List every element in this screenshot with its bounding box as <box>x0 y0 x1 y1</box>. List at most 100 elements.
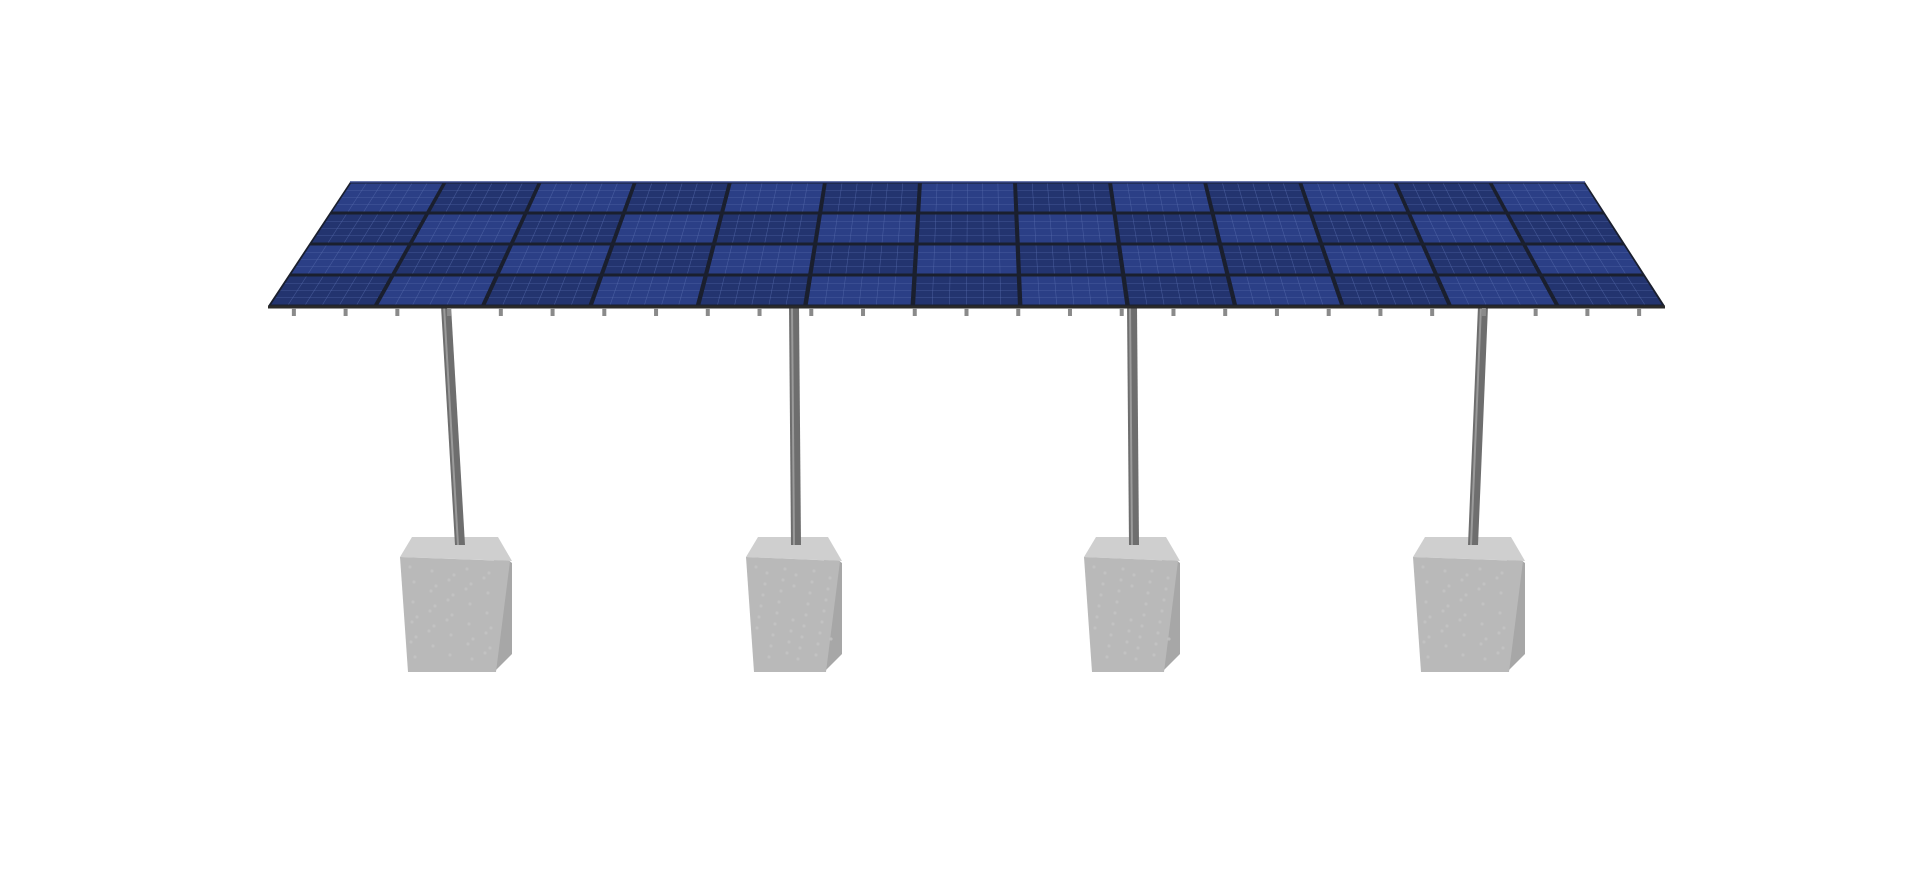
concrete-speckle <box>1166 576 1170 580</box>
concrete-speckle <box>1134 657 1138 661</box>
concrete-speckle <box>791 618 795 622</box>
solar-panel <box>1207 183 1309 212</box>
concrete-speckle <box>485 611 489 615</box>
solar-panel <box>1302 183 1407 212</box>
bracket <box>291 308 296 316</box>
concrete-speckle <box>1447 584 1451 588</box>
concrete-speckle <box>800 635 804 639</box>
solar-panel <box>1526 245 1642 274</box>
solar-panel <box>915 276 1018 305</box>
concrete-speckle <box>828 576 832 580</box>
solar-panel <box>1509 214 1622 243</box>
concrete-speckle <box>1421 565 1425 569</box>
solar-panel <box>724 183 823 212</box>
concrete-speckle <box>452 573 456 577</box>
concrete-speckle <box>486 591 490 595</box>
bracket <box>395 308 400 316</box>
solar-panel <box>1125 276 1233 305</box>
solar-panel <box>1112 183 1211 212</box>
solar-panel <box>312 214 425 243</box>
bracket <box>1378 308 1383 316</box>
concrete-speckle <box>1500 571 1504 575</box>
solar-panel <box>1313 214 1420 243</box>
concrete-speckle <box>771 633 775 637</box>
concrete-speckle <box>1477 587 1481 591</box>
concrete-speckle <box>1109 633 1113 637</box>
concrete-speckle <box>816 642 820 646</box>
concrete-speckle <box>1138 635 1142 639</box>
bracket <box>1016 308 1021 316</box>
solar-panel <box>291 245 408 274</box>
mounting-brackets <box>291 308 1642 316</box>
concrete-block-front <box>1413 557 1523 672</box>
concrete-speckle <box>1464 593 1468 597</box>
concrete-speckle <box>447 578 451 582</box>
concrete-speckle <box>448 653 452 657</box>
solar-panel <box>615 214 720 243</box>
concrete-speckle <box>1160 609 1164 613</box>
concrete-speckle <box>1459 598 1463 602</box>
concrete-speckle <box>759 604 763 608</box>
concrete-speckle <box>449 633 453 637</box>
concrete-speckle <box>826 587 830 591</box>
solar-panel <box>716 214 818 243</box>
solar-panel <box>604 245 712 274</box>
concrete-speckle <box>1478 567 1482 571</box>
solar-panel <box>514 214 622 243</box>
array-frame <box>268 182 1665 306</box>
concrete-speckle <box>1164 587 1168 591</box>
concrete-speckle <box>470 657 474 661</box>
concrete-speckle <box>408 565 412 569</box>
steel-post-highlight <box>791 305 795 546</box>
concrete-speckle <box>427 629 431 633</box>
solar-panel <box>1492 183 1602 212</box>
concrete-speckle <box>489 626 493 630</box>
concrete-speckle <box>1117 589 1121 593</box>
concrete-speckle <box>775 611 779 615</box>
concrete-speckle <box>787 640 791 644</box>
solar-panel <box>1019 245 1121 274</box>
concrete-speckle <box>1129 618 1133 622</box>
solar-panel <box>500 245 610 274</box>
concrete-speckle <box>1130 584 1134 588</box>
concrete-speckle <box>1127 629 1131 633</box>
bracket <box>343 308 348 316</box>
concrete-block-front <box>746 557 840 672</box>
concrete-speckle <box>1162 598 1166 602</box>
concrete-speckle <box>1167 637 1171 641</box>
solar-panel <box>593 276 704 305</box>
concrete-speckle <box>785 651 789 655</box>
concrete-speckle <box>779 589 783 593</box>
concrete-block-front <box>1084 557 1178 672</box>
concrete-block-top <box>746 537 842 561</box>
concrete-speckle <box>1123 651 1127 655</box>
solar-panel <box>1021 276 1126 305</box>
concrete-speckle <box>445 618 449 622</box>
concrete-speckle <box>754 565 758 569</box>
bracket <box>1430 308 1435 316</box>
concrete-speckle <box>1427 635 1431 639</box>
concrete-speckle <box>1103 571 1107 575</box>
concrete-speckle <box>822 609 826 613</box>
solar-panel <box>812 245 915 274</box>
solar-panel <box>1222 245 1330 274</box>
concrete-speckle <box>812 569 816 573</box>
concrete-speckle <box>1423 620 1427 624</box>
bracket <box>550 308 555 316</box>
concrete-speckle <box>415 615 419 619</box>
bracket <box>447 308 452 316</box>
concrete-speckle <box>1113 611 1117 615</box>
solar-panel <box>1018 214 1117 243</box>
solar-panel <box>378 276 495 305</box>
concrete-speckle <box>757 615 761 619</box>
steel-post <box>789 306 801 545</box>
concrete-speckle <box>1446 604 1450 608</box>
concrete-speckle <box>765 571 769 575</box>
concrete-speckle <box>1442 589 1446 593</box>
concrete-speckle <box>1092 565 1096 569</box>
concrete-speckle <box>1097 604 1101 608</box>
concrete-speckle <box>783 567 787 571</box>
concrete-speckle <box>465 567 469 571</box>
